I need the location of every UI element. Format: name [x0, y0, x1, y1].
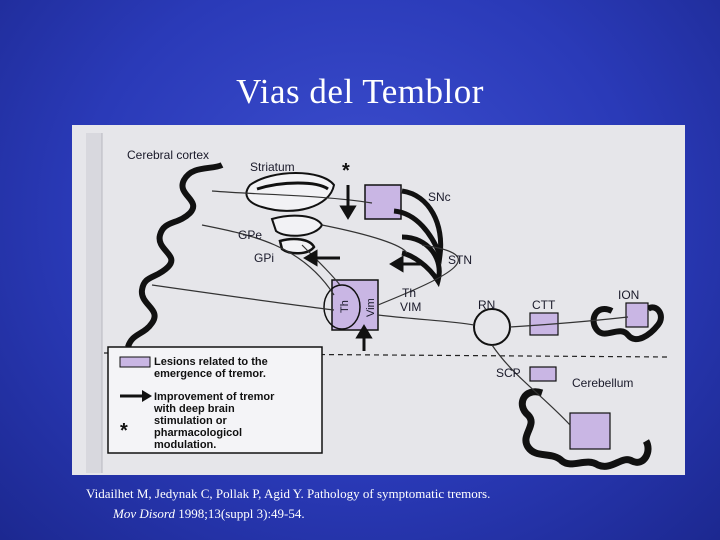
stn-crescent — [401, 234, 442, 288]
label-gpe: GPe — [238, 228, 262, 242]
label-snc: SNc — [428, 190, 451, 204]
citation-journal: Mov Disord — [113, 506, 175, 521]
legend-lesions-line2: emergence of tremor. — [154, 368, 266, 380]
label-stn: STN — [448, 253, 472, 267]
slide-title: Vias del Temblor — [236, 72, 484, 111]
diagram-svg: Cerebral cortex Striatum * SNc GPe GPi S… — [86, 133, 668, 473]
scp-lesion-box — [529, 366, 557, 382]
snc-crescent — [393, 188, 444, 265]
cerebellum-folds — [518, 388, 652, 470]
label-cerebellum: Cerebellum — [572, 376, 633, 390]
cerebral-cortex-outline — [125, 162, 224, 349]
citation-details: 1998;13(suppl 3):49-54. — [175, 506, 305, 521]
label-vim: VIM — [400, 300, 421, 314]
label-ion: ION — [618, 288, 639, 302]
asterisk-striatum: * — [342, 160, 350, 182]
label-cerebral-cortex: Cerebral cortex — [127, 148, 209, 162]
label-ctt: CTT — [532, 298, 556, 312]
legend-improve-line3: stimulation or — [154, 415, 227, 427]
legend-lesion-swatch — [119, 356, 151, 368]
legend-improve-line4: pharmacologicol — [154, 427, 242, 439]
label-vim-vertical: Vim — [365, 298, 377, 317]
legend-improve-line1: Improvement of tremor — [154, 391, 275, 403]
arrow-thalamus-head — [355, 324, 373, 339]
striatum-shape — [245, 172, 336, 212]
striatum-rim — [256, 181, 329, 191]
citation: Vidailhet M, Jedynak C, Pollak P, Agid Y… — [86, 484, 686, 524]
label-striatum: Striatum — [250, 160, 295, 174]
tremor-pathway-diagram: Cerebral cortex Striatum * SNc GPe GPi S… — [72, 125, 685, 475]
thalamus-loop — [323, 284, 361, 330]
label-gpi: GPi — [254, 251, 274, 265]
arrow-gpi-head — [303, 249, 318, 267]
ion-lesion-box — [625, 302, 649, 328]
label-th-vertical: Th — [339, 300, 351, 313]
legend-lesions-line1: Lesions related to the — [154, 356, 268, 368]
legend: Lesions related to the emergence of trem… — [107, 346, 323, 454]
label-rn: RN — [478, 298, 495, 312]
citation-authors: Vidailhet M, Jedynak C, Pollak P, Agid Y… — [86, 486, 491, 501]
legend-asterisk: * — [120, 420, 128, 442]
treatment-arrows — [303, 185, 424, 351]
scan-edge-strip — [86, 133, 102, 473]
gpe-shape — [270, 214, 324, 237]
cerebellum-lesion-box — [569, 412, 611, 450]
label-th: Th — [402, 286, 416, 300]
legend-arrow-head — [142, 390, 152, 402]
citation-source: Mov Disord 1998;13(suppl 3):49-54. — [86, 504, 686, 524]
red-nucleus-circle — [473, 308, 511, 346]
legend-improve-line5: modulation. — [154, 439, 216, 451]
pathway-lines — [151, 190, 629, 426]
snc-lesion-box — [364, 184, 402, 220]
arrow-stn-head — [389, 255, 404, 273]
legend-improve-line2: with deep brain — [153, 403, 235, 415]
arrow-striatum-head — [339, 205, 357, 220]
label-scp: SCP — [496, 366, 521, 380]
